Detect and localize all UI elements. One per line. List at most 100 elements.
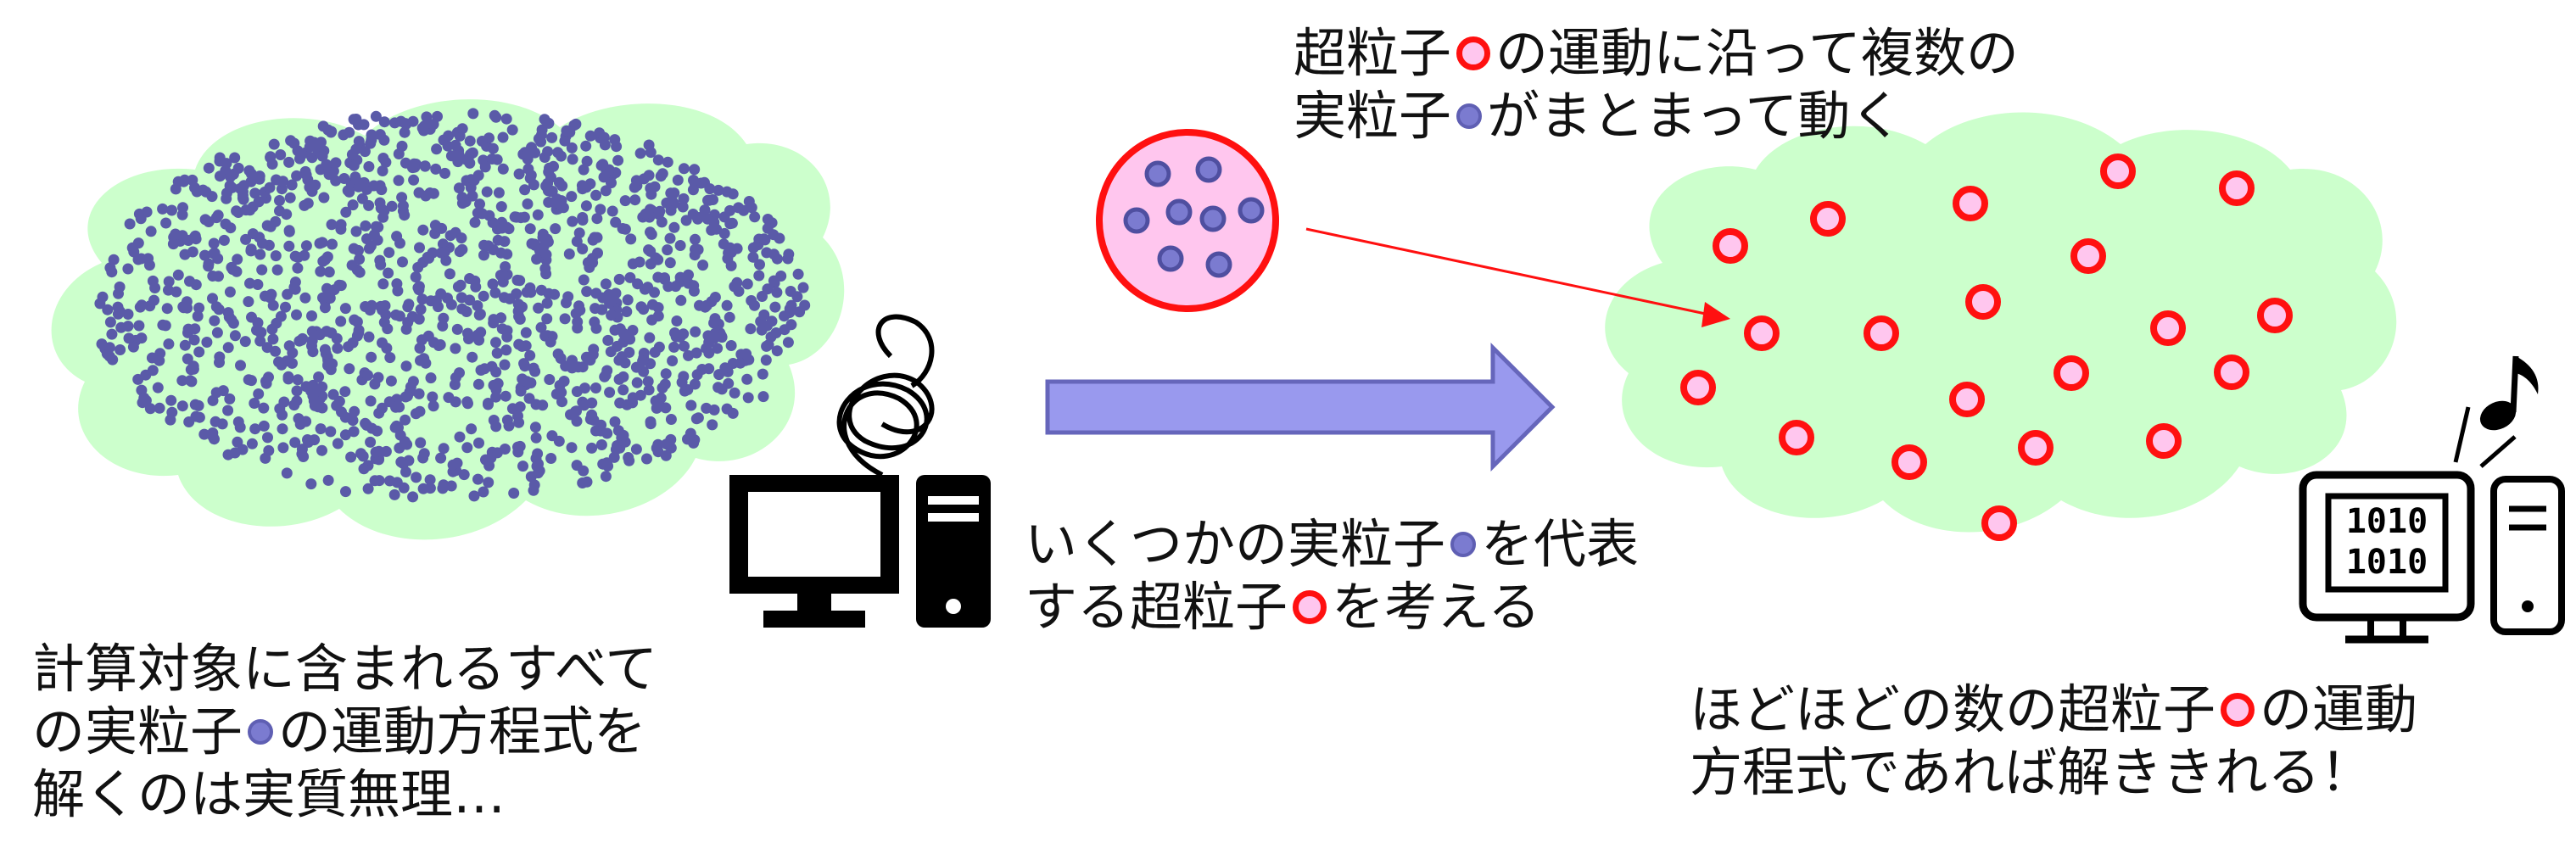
real-particle	[646, 314, 658, 326]
real-particle	[630, 444, 642, 455]
real-particle	[203, 216, 215, 227]
real-particle	[561, 297, 572, 309]
real-particle	[488, 314, 500, 326]
real-particle	[665, 414, 677, 425]
real-particle	[201, 337, 213, 348]
real-particle	[122, 309, 134, 320]
real-particle	[623, 347, 635, 358]
caption-middle-line2b: を考える	[1332, 576, 1541, 638]
real-particle	[784, 307, 796, 318]
real-particle	[490, 421, 502, 433]
real-particle	[454, 367, 465, 379]
real-particle	[165, 414, 176, 426]
real-particle	[662, 156, 673, 168]
real-particle	[581, 476, 593, 488]
real-particle	[284, 192, 296, 204]
real-particle	[203, 162, 215, 174]
real-particle	[249, 423, 261, 435]
real-particle	[360, 419, 372, 431]
real-particle	[385, 375, 397, 387]
real-particle	[691, 369, 703, 381]
real-particle	[400, 414, 411, 426]
real-particle	[365, 240, 377, 252]
real-particle	[370, 220, 382, 232]
real-particle	[207, 271, 219, 282]
real-particle	[384, 352, 396, 364]
real-particle	[688, 437, 700, 449]
real-particle	[413, 388, 425, 399]
real-particle	[604, 298, 616, 310]
real-particle	[413, 284, 425, 296]
binary-line-2: 1010	[2346, 543, 2428, 582]
real-particle	[487, 278, 499, 290]
real-particle	[619, 357, 631, 369]
real-particle	[245, 245, 257, 257]
real-particle	[378, 116, 390, 128]
real-particle	[762, 320, 773, 332]
real-particle	[760, 354, 772, 366]
real-particle	[455, 232, 467, 244]
real-particle	[211, 327, 223, 338]
real-particle	[251, 324, 262, 336]
real-particle	[534, 465, 545, 477]
real-particle	[243, 296, 254, 308]
real-particle	[609, 416, 621, 427]
real-particle	[723, 247, 735, 259]
real-particle	[346, 148, 358, 160]
real-particle	[286, 179, 298, 191]
real-particle	[108, 254, 120, 265]
real-particle	[685, 399, 697, 411]
real-particle	[370, 446, 382, 458]
real-particle	[454, 246, 466, 258]
real-particle	[590, 189, 602, 201]
real-particle	[485, 452, 497, 464]
real-particle	[586, 409, 598, 421]
real-particle	[369, 475, 381, 487]
real-particle	[727, 358, 739, 369]
real-particle	[759, 234, 771, 246]
real-particle	[678, 193, 690, 204]
real-particle	[349, 405, 360, 417]
real-particle	[619, 195, 631, 207]
caption-left-line3: 解くのは実質無理…	[32, 763, 506, 825]
real-particle	[207, 394, 219, 406]
real-particle	[775, 271, 787, 282]
real-particle	[137, 397, 148, 409]
real-particle	[625, 233, 637, 245]
real-particle-icon	[248, 718, 274, 745]
real-particle	[757, 368, 768, 380]
real-particle	[420, 190, 432, 202]
real-particle	[610, 216, 622, 228]
real-particle	[580, 200, 592, 212]
real-particle	[478, 290, 489, 302]
real-particle	[412, 261, 424, 273]
real-particle	[472, 300, 483, 311]
real-particle	[517, 460, 528, 472]
real-particle	[599, 371, 611, 382]
real-particle	[500, 390, 511, 402]
real-particle	[374, 129, 386, 141]
real-particle	[645, 416, 657, 427]
real-particle	[590, 287, 602, 299]
real-particle	[763, 339, 774, 351]
real-particle	[701, 402, 712, 414]
super-particle	[2070, 238, 2106, 274]
super-particle	[1713, 228, 1748, 264]
real-particle	[463, 333, 474, 344]
real-particle	[590, 425, 601, 437]
real-particle	[524, 223, 536, 235]
real-particle	[221, 187, 232, 199]
real-particle	[461, 442, 473, 454]
real-particle	[617, 327, 629, 339]
real-particle	[689, 378, 701, 390]
super-particle	[1779, 420, 1814, 455]
real-particle	[725, 260, 737, 271]
real-particle	[407, 376, 419, 388]
real-particle	[668, 221, 680, 233]
caption-bottom-line1b: の運動	[2260, 678, 2418, 740]
real-particle	[550, 388, 562, 400]
real-particle	[224, 286, 236, 298]
real-particle	[366, 134, 377, 146]
real-particle	[473, 437, 484, 449]
real-particle	[577, 215, 589, 226]
